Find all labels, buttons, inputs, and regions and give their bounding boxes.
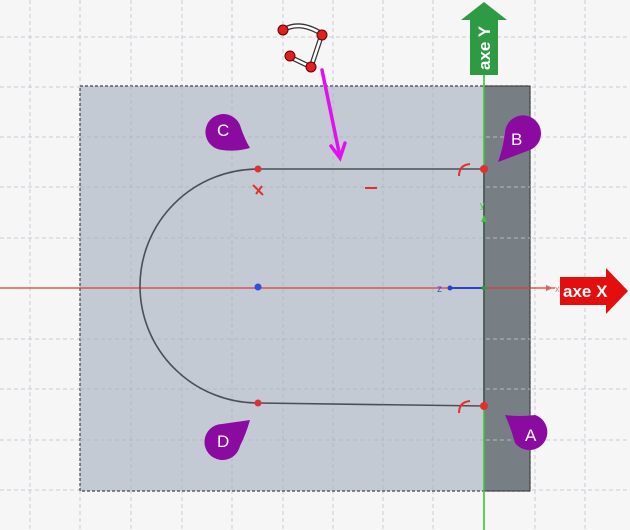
axe-y-label: axe Y [475,25,494,70]
svg-text:D: D [217,432,229,451]
vertex-b [480,165,488,173]
y-small-label: y [480,200,485,210]
vertices[interactable] [254,165,489,410]
grid-over-plane [80,86,530,491]
vertex-d [254,399,262,407]
axe-y-badge: axe Y [461,2,507,75]
constraint-marks [252,163,471,414]
z-label: z [437,284,442,295]
arc-center[interactable] [254,283,262,291]
callout-c: C [205,114,250,151]
svg-text:A: A [525,426,537,445]
vertex-c [254,165,262,173]
sketch-tool-icon [277,23,328,73]
svg-text:B: B [511,130,522,149]
x-small-label: x [555,284,560,294]
vertex-a [480,402,488,410]
origin-triad: z x y [437,200,560,295]
axe-x-badge: axe X [560,268,628,314]
pointer-arrow [320,68,347,162]
svg-text:C: C [217,121,229,140]
callout-d: D [204,420,250,460]
callout-a: A [505,415,548,451]
profile-sketch[interactable] [139,168,485,407]
axe-x-label: axe X [563,282,608,301]
callout-b: B [498,115,541,162]
